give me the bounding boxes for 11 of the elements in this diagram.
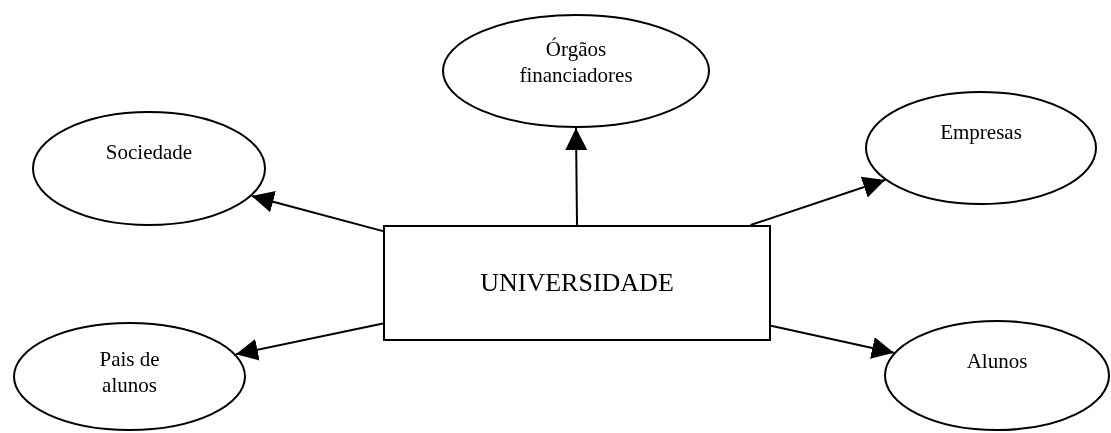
- node-label: Órgãos financiadores: [518, 36, 634, 89]
- node-label: Sociedade: [104, 139, 194, 166]
- node-label: Pais de alunos: [98, 346, 161, 399]
- node-label: Alunos: [965, 348, 1029, 375]
- node-label: UNIVERSIDADE: [479, 267, 675, 299]
- arrow: [749, 176, 887, 226]
- arrow: [250, 191, 384, 233]
- arrow: [770, 324, 895, 359]
- arrow: [234, 322, 384, 361]
- arrow: [565, 127, 588, 226]
- node-label: Empresas: [939, 119, 1023, 146]
